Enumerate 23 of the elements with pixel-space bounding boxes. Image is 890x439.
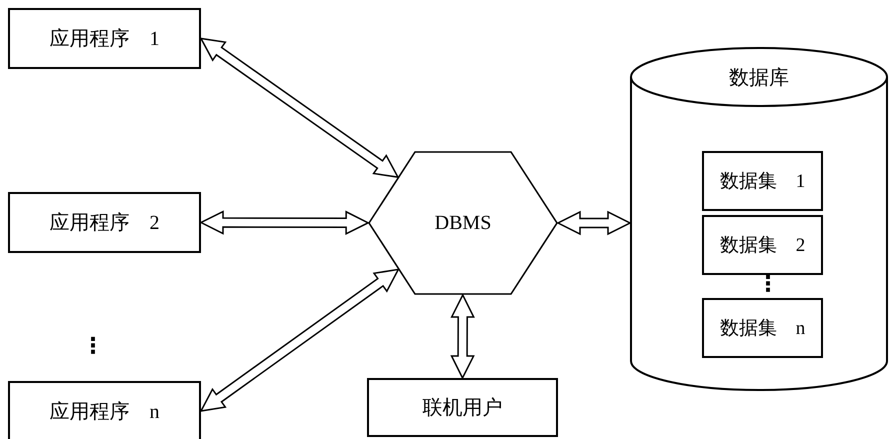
ellipsis: ⋮	[82, 336, 104, 358]
process-box	[702, 151, 823, 211]
node-label: 数据库	[729, 66, 789, 91]
process-box	[367, 378, 558, 437]
process-box	[8, 381, 201, 439]
double-arrow	[450, 293, 475, 380]
node-label: 数据集 1	[720, 170, 806, 194]
double-arrow	[200, 268, 400, 412]
double-arrow	[200, 38, 400, 178]
double-arrow	[556, 210, 632, 236]
process-box	[8, 8, 201, 69]
node-label: 应用程序 n	[50, 400, 160, 424]
process-box	[8, 192, 201, 253]
node-label: 应用程序 1	[50, 27, 160, 52]
process-box	[702, 298, 823, 358]
ellipsis: ⋮	[757, 274, 779, 296]
node-label: DBMS	[434, 212, 492, 234]
node-label: 数据集 2	[720, 234, 806, 258]
process-box	[702, 215, 823, 275]
node-label: 应用程序 2	[50, 211, 160, 236]
node-label: 联机用户	[422, 396, 502, 421]
double-arrow	[199, 210, 370, 235]
node-label: 数据集 n	[720, 317, 806, 341]
